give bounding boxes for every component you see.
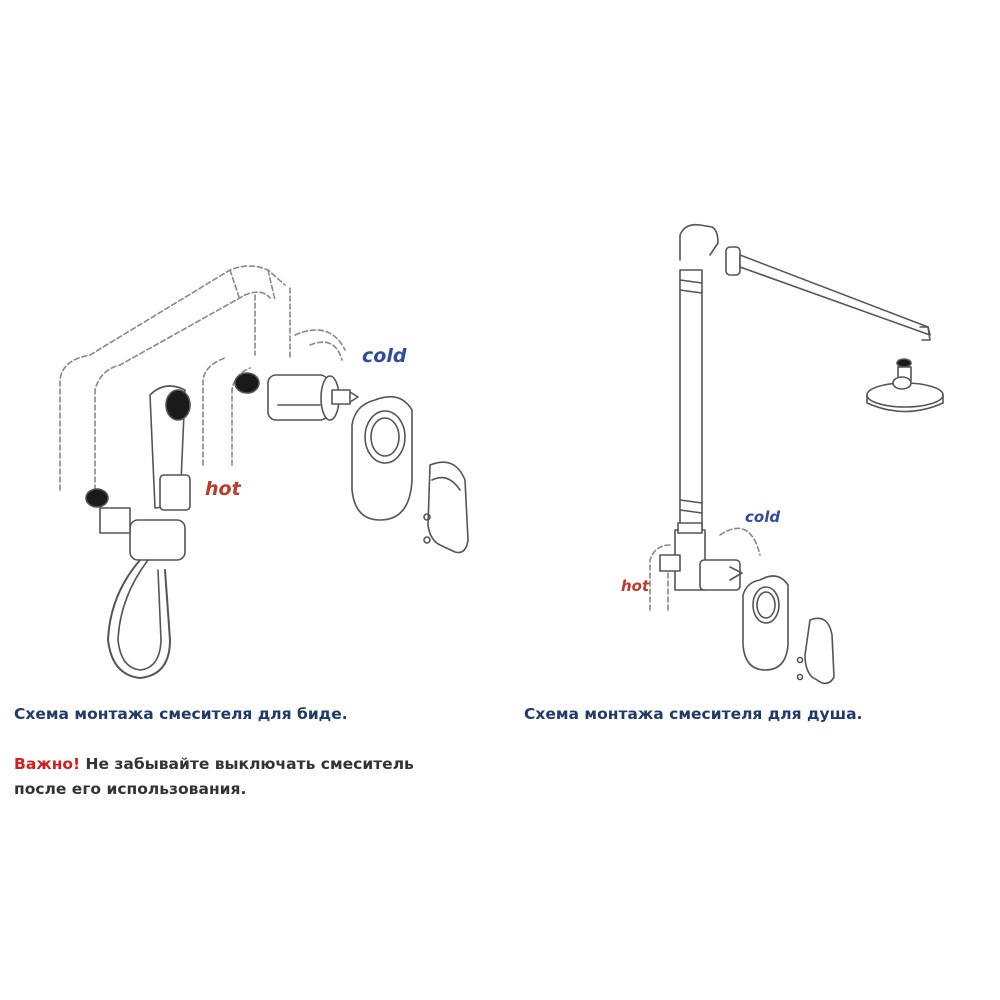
mixer-body — [267, 374, 359, 421]
shower-head — [866, 376, 944, 413]
screw — [796, 656, 804, 664]
screw — [423, 513, 431, 521]
pipe-joint — [85, 488, 109, 508]
shower-caption: Схема монтажа смесителя для душа. — [524, 705, 863, 723]
cover-plate — [351, 395, 413, 521]
screw — [796, 673, 804, 681]
lever-handle — [804, 617, 835, 685]
lever-handle — [427, 461, 469, 554]
note-text-line1: Не забывайте выключать смеситель — [80, 755, 414, 773]
warning-label: Важно! — [14, 755, 81, 773]
riser-pipe — [679, 269, 703, 536]
pipe-joint — [234, 372, 260, 394]
cover-plate — [742, 575, 789, 671]
wall-elbow — [679, 223, 719, 261]
mixer-body — [659, 522, 743, 591]
note-text-line2: после его использования. — [14, 780, 247, 798]
supply-pipes-outline — [59, 265, 346, 491]
bidet-hot-label: hot — [205, 478, 241, 500]
shower-installation-diagram — [649, 223, 944, 685]
screw — [423, 536, 431, 544]
shower-arm — [725, 246, 931, 341]
head-connector — [896, 358, 912, 368]
hand-shower — [99, 385, 191, 561]
usage-note: Важно! Не забывайте выключать смеситель … — [14, 752, 434, 802]
shower-hose — [107, 559, 171, 679]
shower-hot-label: hot — [621, 577, 650, 595]
shower-cold-label: cold — [745, 508, 781, 526]
bidet-caption: Схема монтажа смесителя для биде. — [14, 705, 348, 723]
bidet-installation-diagram — [59, 265, 469, 679]
bidet-cold-label: cold — [362, 345, 407, 367]
